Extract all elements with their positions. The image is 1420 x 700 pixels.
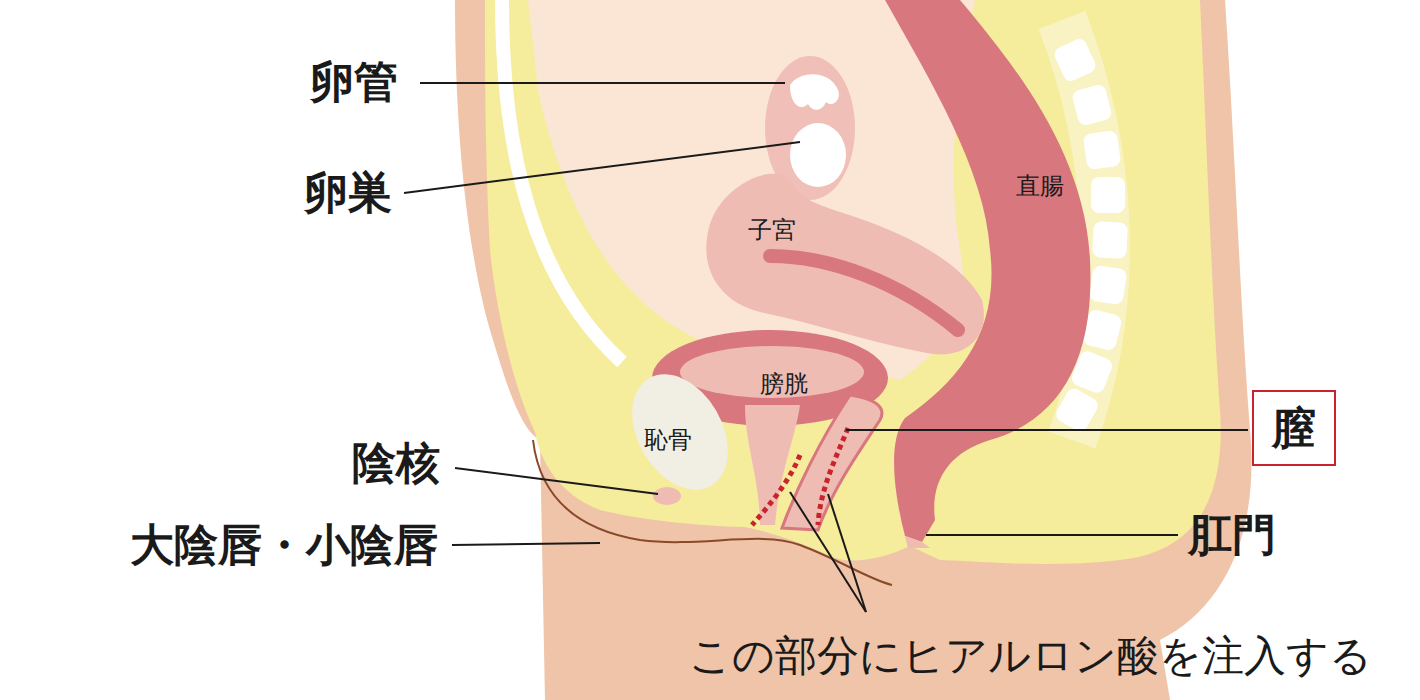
part-label: 卵管 <box>310 58 398 106</box>
bladder-lumen <box>680 346 864 398</box>
uterine-cavity <box>770 256 958 330</box>
injection-line <box>752 455 800 525</box>
ovary <box>790 123 846 187</box>
part-label: 肛門 <box>1188 511 1276 559</box>
part-label: 膀胱 <box>760 371 808 397</box>
vagina <box>782 395 882 530</box>
highlight-box: 膣 <box>1252 390 1336 466</box>
part-label: 大陰唇・小陰唇 <box>130 521 438 569</box>
part-label: 直腸 <box>1016 173 1064 199</box>
fat-layer <box>485 0 1221 564</box>
uterus <box>706 174 984 355</box>
labia-line <box>533 440 892 585</box>
abdominal-wall-line <box>502 0 622 362</box>
leader-lines <box>404 83 1248 612</box>
pubic-bone <box>613 357 748 506</box>
anus <box>905 536 930 548</box>
clitoris <box>653 487 681 505</box>
part-label: 恥骨 <box>644 427 692 453</box>
skin <box>455 0 1252 700</box>
part-label: 子宮 <box>748 217 796 243</box>
part-label: 卵巣 <box>304 169 392 217</box>
callout-caption: この部分にヒアルロン酸を注入する <box>689 633 1372 679</box>
part-label: 陰核 <box>352 439 440 487</box>
part-label: 膣 <box>1272 404 1316 452</box>
fimbriae <box>790 74 839 109</box>
